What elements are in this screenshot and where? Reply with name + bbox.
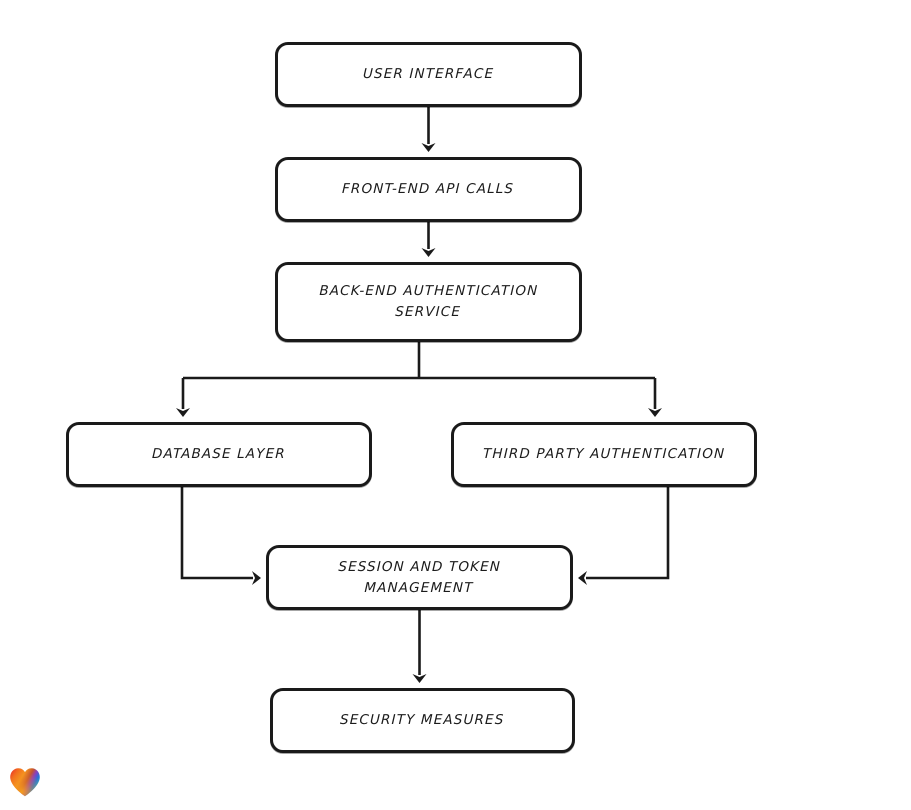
node-label-session-token-mgmt: Session and Token Management — [338, 558, 502, 596]
node-front-end-api-calls[interactable]: Front-End API Calls — [275, 157, 582, 222]
node-label-third-party-auth: Third Party Authentication — [482, 446, 726, 463]
node-security-measures[interactable]: Security Measures — [270, 688, 575, 753]
node-label-user-interface: User Interface — [362, 66, 495, 83]
node-label-front-end-api-calls: Front-End API Calls — [342, 181, 515, 198]
edge-db-to-session — [180, 487, 261, 585]
node-database-layer[interactable]: Database Layer — [66, 422, 372, 487]
edge-thirdparty-to-session — [578, 487, 670, 585]
node-third-party-auth[interactable]: Third Party Authentication — [451, 422, 757, 487]
node-back-end-auth-service[interactable]: Back-End Authentication Service — [275, 262, 582, 342]
node-session-token-mgmt[interactable]: Session and Token Management — [266, 545, 573, 610]
node-label-database-layer: Database Layer — [151, 446, 287, 463]
node-label-security-measures: Security Measures — [340, 712, 506, 729]
node-user-interface[interactable]: User Interface — [275, 42, 582, 107]
heart-icon[interactable] — [8, 766, 42, 798]
node-label-back-end-auth-service: Back-End Authentication Service — [319, 283, 539, 320]
